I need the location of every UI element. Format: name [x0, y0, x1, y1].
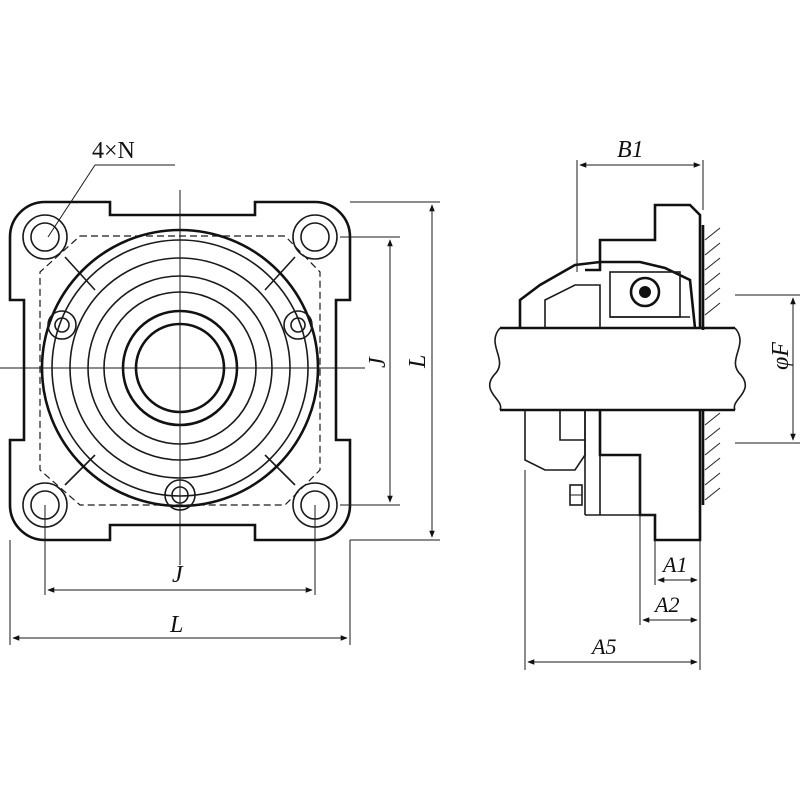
bolt-hole-top-left	[22, 214, 68, 260]
set-screw-right	[283, 310, 313, 340]
front-view: 4×N J L J L	[0, 138, 440, 645]
label-l-vertical: L	[405, 355, 431, 369]
bearing-collar	[518, 260, 697, 329]
bolt-hole-leader	[47, 164, 96, 238]
label-l-horizontal: L	[169, 612, 183, 638]
surface-hatching	[704, 227, 721, 501]
bolt-holes-label: 4×N	[92, 138, 135, 164]
label-b1: B1	[617, 137, 644, 163]
label-j-horizontal: J	[172, 562, 184, 588]
set-screw-left	[47, 310, 77, 340]
bolt-hole-top-right	[292, 214, 338, 260]
label-a2: A2	[653, 592, 679, 617]
set-screw-side	[569, 484, 583, 506]
label-a5: A5	[590, 634, 616, 659]
label-j-vertical: J	[365, 356, 391, 368]
side-view: B1 φF A1 A2 A5	[488, 137, 800, 670]
label-phi-f: φF	[768, 342, 794, 370]
housing-body	[585, 203, 702, 542]
label-a1: A1	[661, 552, 687, 577]
ball-element	[629, 276, 661, 308]
shaft	[500, 326, 735, 412]
